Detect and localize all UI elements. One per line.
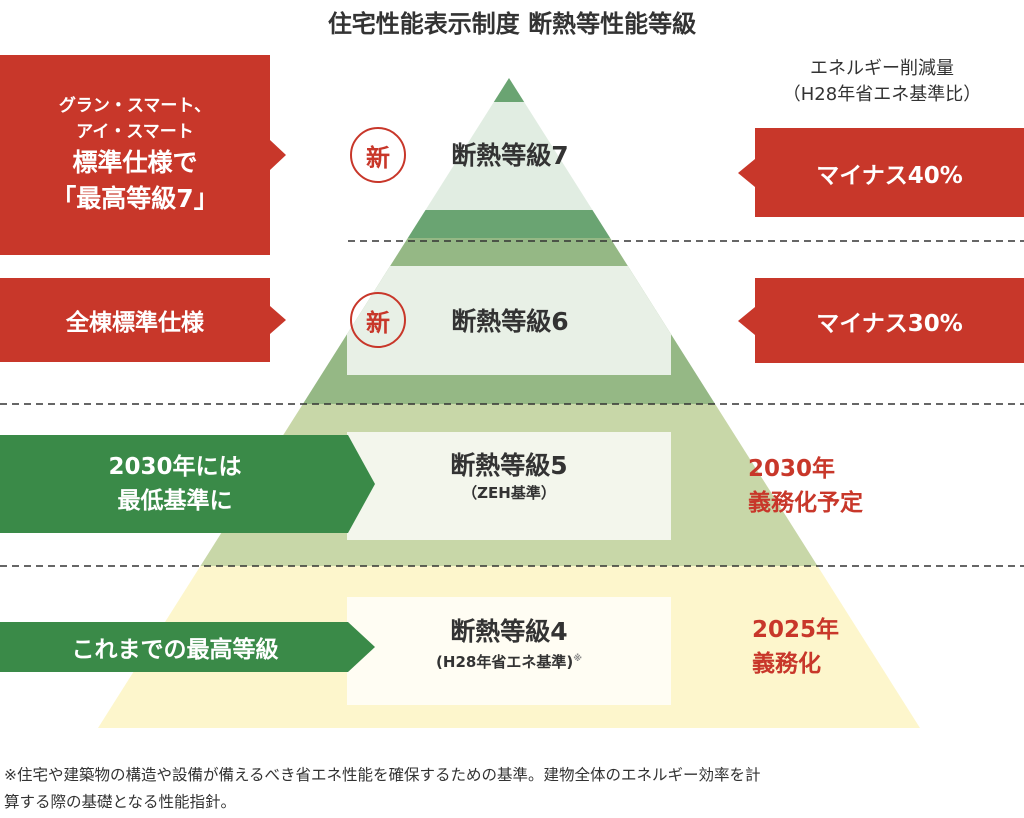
- label-l7-line4: 「最高等級7」: [51, 184, 219, 213]
- energy-reduction-header: エネルギー削減量 （H28年省エネ基準比）: [740, 56, 1024, 108]
- level5-title: 断熱等級5 （ZEH基準）: [347, 450, 671, 504]
- callout-red-level7: [0, 55, 286, 255]
- level4-sub-wrap: (H28年省エネ基準)※: [347, 648, 671, 673]
- energy-header-line1: エネルギー削減量: [810, 58, 954, 79]
- level7-title: 断熱等級7: [420, 140, 600, 172]
- box-level4: [347, 597, 671, 705]
- new-badge: 新: [350, 292, 406, 348]
- reduction-level7: マイナス40%: [816, 162, 963, 189]
- reduction-level6: マイナス30%: [816, 310, 963, 337]
- level7-name: 断熱等級7: [451, 141, 569, 170]
- mandate-level5: 2030年 義務化予定: [748, 452, 863, 520]
- callout-green-level4: [0, 622, 375, 672]
- callout-reduction-level6: [738, 278, 1024, 363]
- label-level5: 2030年には 最低基準に: [0, 435, 350, 533]
- label-level7: グラン・スマート、 アイ・スマート 標準仕様で 「最高等級7」: [0, 55, 270, 255]
- mandate-level4: 2025年 義務化: [752, 613, 839, 681]
- level4-sub: (H28年省エネ基準): [436, 653, 574, 671]
- mandate-l4-line1: 2025年: [752, 617, 840, 643]
- energy-header-line2: （H28年省エネ基準比）: [782, 84, 982, 105]
- box-level5: [347, 432, 671, 540]
- footnote-line2: 算する際の基礎となる性能指針。: [4, 793, 237, 811]
- footnote: ※住宅や建築物の構造や設備が備えるべき省エネ性能を確保するための基準。建物全体の…: [4, 762, 1020, 816]
- level5-name: 断熱等級5: [450, 451, 568, 480]
- new-badge: 新: [350, 127, 406, 183]
- level4-title: 断熱等級4 (H28年省エネ基準)※: [347, 616, 671, 673]
- mandate-l5-line1: 2030年: [748, 456, 836, 482]
- level5-sub: （ZEH基準）: [462, 484, 556, 502]
- page-title: 住宅性能表示制度 断熱等性能等級: [327, 10, 697, 38]
- label-l7-line2: アイ・スマート: [76, 122, 194, 142]
- label-l7-line1: グラン・スマート、: [58, 96, 212, 116]
- label-l5-line2: 最低基準に: [117, 488, 233, 514]
- label-level4: これまでの最高等級: [71, 637, 279, 663]
- mandate-l5-line2: 義務化予定: [748, 490, 863, 516]
- callout-reduction-level7: [738, 128, 1024, 217]
- level6-title: 断熱等級6: [420, 306, 600, 338]
- level4-note-mark: ※: [573, 654, 582, 664]
- callout-red-level6: [0, 278, 286, 362]
- label-level6: 全棟標準仕様: [66, 310, 204, 336]
- callout-green-level5: [0, 435, 375, 533]
- level6-name: 断熱等級6: [451, 307, 569, 336]
- footnote-line1: ※住宅や建築物の構造や設備が備えるべき省エネ性能を確保するための基準。建物全体の…: [4, 766, 761, 784]
- mandate-l4-line2: 義務化: [752, 651, 821, 677]
- level4-name: 断熱等級4: [450, 617, 568, 646]
- label-l5-line1: 2030年には: [108, 454, 242, 480]
- label-l7-line3: 標準仕様で: [72, 148, 198, 177]
